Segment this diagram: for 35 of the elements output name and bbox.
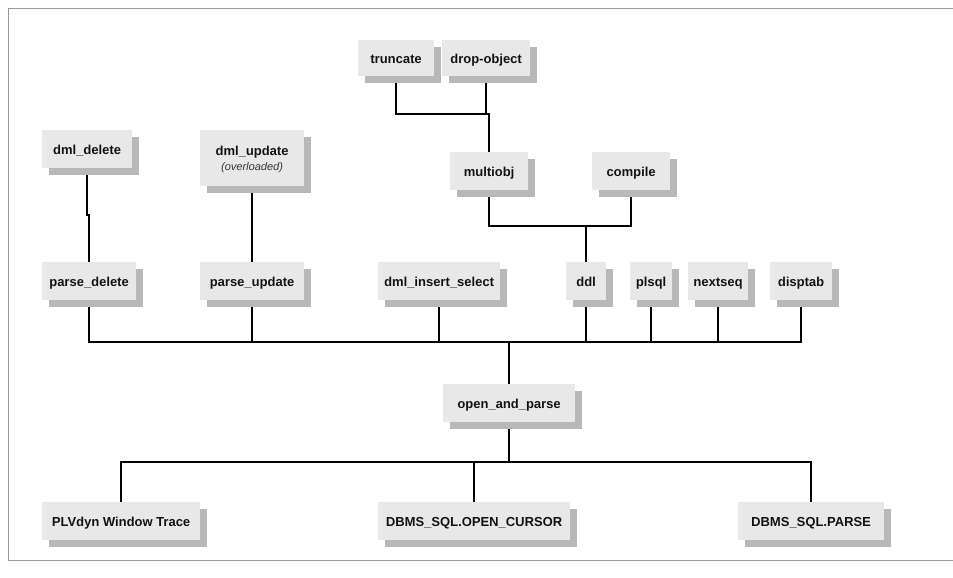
- process-box: [630, 262, 672, 300]
- box-label: plsql: [636, 274, 666, 288]
- box-label: dml_update: [216, 143, 288, 158]
- process-box: [378, 502, 570, 540]
- box-label: ddl: [576, 274, 596, 288]
- box-label: parse_update: [210, 274, 294, 288]
- process-box: [443, 384, 575, 422]
- process-box: [450, 152, 528, 190]
- box-label: compile: [606, 164, 656, 178]
- process-box: [738, 502, 884, 540]
- box-label: DBMS_SQL.PARSE: [751, 514, 871, 528]
- box-label: dml_insert_select: [384, 274, 494, 288]
- box-label: PLVdyn Window Trace: [52, 514, 190, 528]
- box-label: disptab: [778, 274, 824, 288]
- process-box: [200, 130, 304, 186]
- process-box: [42, 130, 132, 168]
- box-note: (overloaded): [221, 161, 283, 173]
- process-box: [200, 262, 304, 300]
- box-label: drop-object: [450, 50, 522, 66]
- box-label: DBMS_SQL.OPEN_CURSOR: [386, 514, 562, 528]
- process-box: [566, 262, 606, 300]
- process-box: [442, 40, 530, 76]
- process-box: [770, 262, 832, 300]
- box-label: dml_delete: [53, 142, 121, 156]
- process-box: [42, 262, 136, 300]
- box-label: multiobj: [464, 164, 514, 178]
- process-box: [378, 262, 500, 300]
- box-label: open_and_parse: [457, 396, 561, 410]
- process-box: [688, 262, 748, 300]
- box-label: parse_delete: [49, 274, 129, 288]
- process-box: [592, 152, 670, 190]
- process-box: [42, 502, 200, 540]
- process-box: [358, 40, 434, 76]
- box-label: truncate: [370, 50, 422, 66]
- box-label: nextseq: [693, 274, 743, 288]
